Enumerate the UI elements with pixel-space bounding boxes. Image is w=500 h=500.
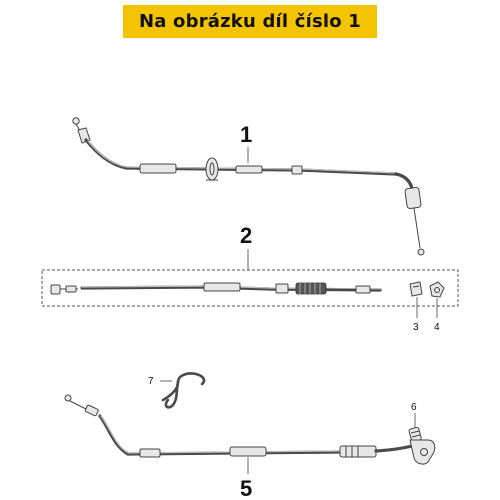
callout-part-3: 3 [413,322,419,333]
callout-part-4: 4 [434,322,440,333]
cable-end-nipple-lower [417,248,425,256]
cable-end-nipple-5 [64,394,72,402]
banner-title: Na obrázku díl číslo 1 [138,11,362,32]
callout-part-2: 2 [240,223,252,248]
rubber-grommet [205,157,219,181]
adjuster-part-6: 6 [408,402,422,443]
callout-part-7: 7 [148,376,154,387]
clip-part-3: 3 [409,281,423,333]
cable-kit-part-2: 2 [41,223,459,307]
casing-sleeve [139,163,177,174]
cable-end-block [50,284,61,295]
title-banner: Na obrázku díl číslo 1 [123,5,377,38]
cable-end-nipple [72,117,80,125]
kit-boundary [41,269,459,307]
cable-end-fitting [404,187,422,209]
cable-spring [295,282,327,295]
cable-end-bracket [409,439,436,465]
throttle-cable-part-1: 1 [72,117,425,256]
wire-holder-part-7: 7 [148,372,206,409]
nut-part-4: 4 [429,281,445,333]
callout-part-6: 6 [411,402,417,413]
cable-part-5: 5 [64,394,436,500]
callout-part-1: 1 [240,122,252,147]
callout-part-5: 5 [240,476,252,500]
